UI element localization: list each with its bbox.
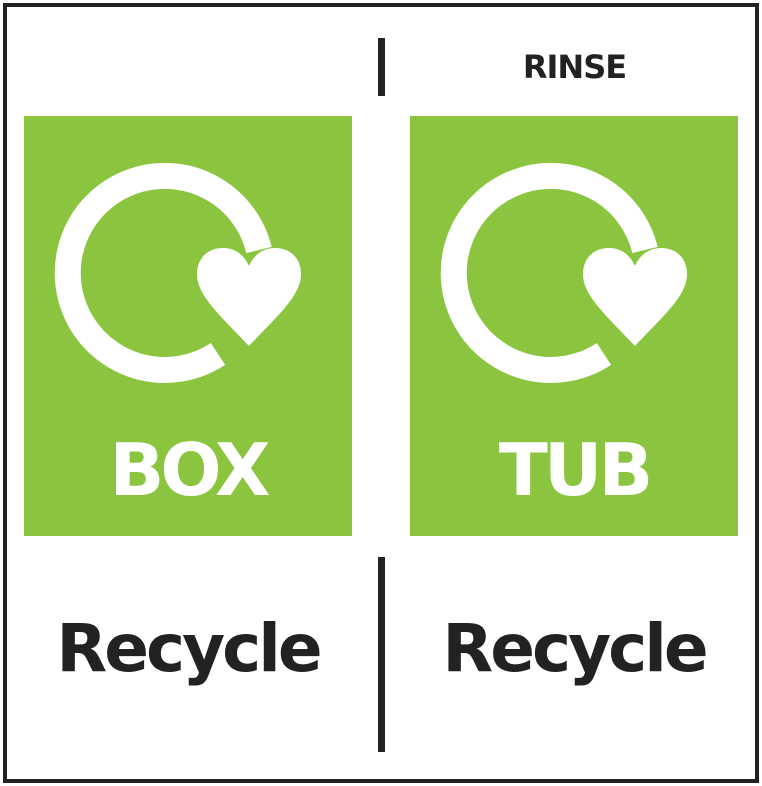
recycle-panel-box: BOX — [24, 116, 352, 536]
instruction-text: RINSE — [522, 48, 627, 86]
material-label: TUB — [498, 428, 653, 512]
recycle-panel-tub: TUB — [410, 116, 738, 536]
column-divider-bottom — [378, 557, 385, 752]
action-text-tub: Recycle — [442, 610, 708, 687]
material-label: BOX — [109, 428, 270, 512]
recycle-loop-heart-icon — [54, 162, 301, 383]
column-divider-top — [378, 38, 385, 96]
action-text-box: Recycle — [56, 610, 322, 687]
recycle-loop-heart-icon — [440, 162, 687, 383]
